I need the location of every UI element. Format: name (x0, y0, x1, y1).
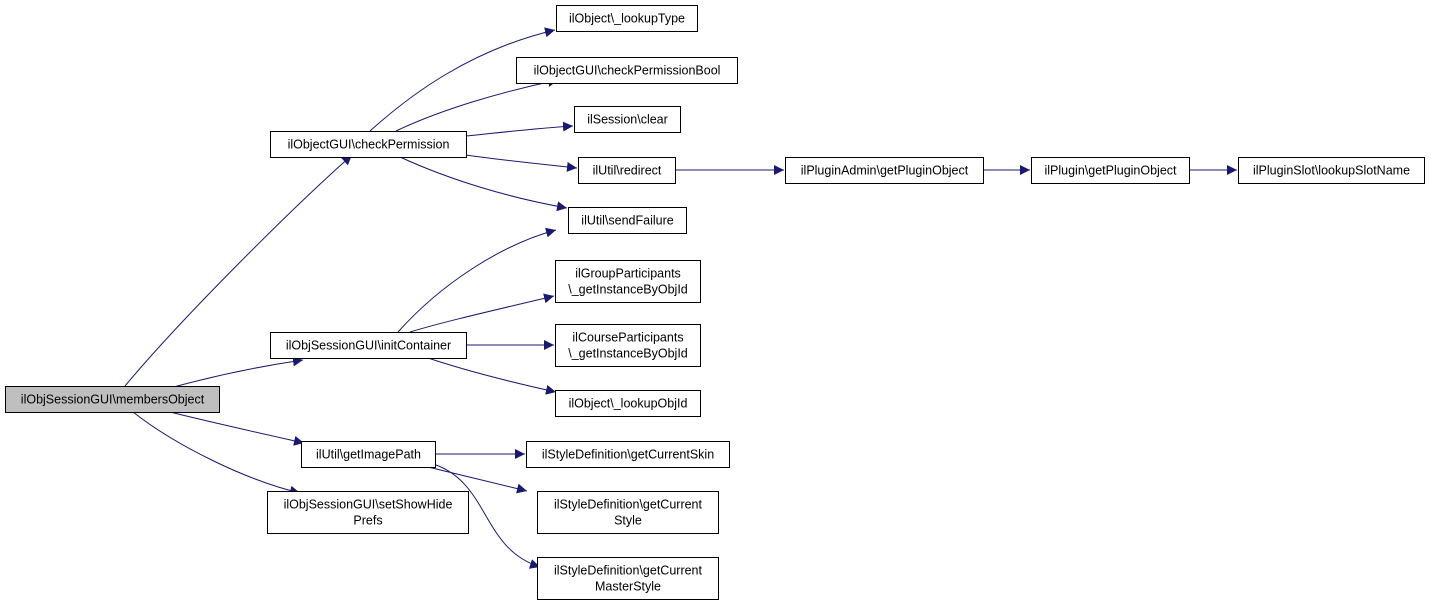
node-courseParticipants[interactable]: ilCourseParticipants \_getInstanceByObjId (555, 324, 701, 367)
node-sendFailure[interactable]: ilUtil\sendFailure (568, 207, 687, 234)
node-box[interactable] (574, 106, 681, 133)
node-label: ilUtil\sendFailure (581, 214, 673, 228)
node-box[interactable] (301, 441, 436, 468)
node-checkPermission[interactable]: ilObjectGUI\checkPermission (270, 131, 467, 158)
node-pluginAdminGetPluginObject[interactable]: ilPluginAdmin\getPluginObject (785, 157, 984, 184)
edge-initContainer-to-groupParticipants (409, 293, 555, 333)
node-lookupType[interactable]: ilObject\_lookupType (556, 5, 698, 32)
node-box[interactable] (516, 57, 738, 84)
node-label: ilObject\_lookupObjId (569, 397, 688, 411)
node-label: ilObjectGUI\checkPermission (288, 138, 450, 152)
edge-checkPermission-to-checkPermissionBool (395, 77, 559, 132)
edge-checkPermission-to-sendFailure (399, 156, 568, 212)
node-box[interactable] (1031, 157, 1190, 184)
node-box[interactable] (555, 390, 701, 417)
nodes-layer: ilObjSessionGUI\membersObject ilObjectGUI… (5, 5, 1425, 600)
node-label: ilUtil\redirect (593, 164, 662, 178)
node-box[interactable] (5, 386, 220, 413)
node-label: MasterStyle (595, 580, 661, 594)
node-box[interactable] (270, 131, 467, 158)
edge-getImagePath-to-getCurrentMasterStyle (429, 462, 541, 569)
edge-membersObject-to-checkPermission (124, 154, 353, 387)
node-redirect[interactable]: ilUtil\redirect (578, 157, 676, 184)
node-box[interactable] (555, 324, 701, 367)
node-label: ilUtil\getImagePath (316, 448, 421, 462)
node-label: ilStyleDefinition\getCurrent (554, 564, 703, 578)
node-label: ilStyleDefinition\getCurrent (554, 498, 703, 512)
node-getImagePath[interactable]: ilUtil\getImagePath (301, 441, 436, 468)
node-label: ilPlugin\getPluginObject (1044, 164, 1177, 178)
node-lookupSlotName[interactable]: ilPluginSlot\lookupSlotName (1238, 157, 1425, 184)
edge-membersObject-to-setShowHidePrefs (132, 411, 301, 496)
node-box[interactable] (555, 260, 701, 303)
node-label: ilPluginAdmin\getPluginObject (801, 164, 969, 178)
node-box[interactable] (267, 491, 469, 534)
node-label: \_getInstanceByObjId (568, 347, 688, 361)
edge-checkPermission-to-sessionClear (465, 121, 574, 137)
node-label: Style (614, 514, 642, 528)
node-initContainer[interactable]: ilObjSessionGUI\initContainer (270, 332, 467, 359)
node-label: ilPluginSlot\lookupSlotName (1253, 164, 1410, 178)
edge-getImagePath-to-getCurrentStyle (427, 466, 528, 494)
edge-initContainer-to-sendFailure (397, 227, 557, 333)
node-label: \_getInstanceByObjId (568, 283, 688, 297)
node-box[interactable] (578, 157, 676, 184)
node-membersObject[interactable]: ilObjSessionGUI\membersObject (5, 386, 220, 413)
node-pluginGetPluginObject[interactable]: ilPlugin\getPluginObject (1031, 157, 1190, 184)
node-getCurrentSkin[interactable]: ilStyleDefinition\getCurrentSkin (526, 441, 730, 468)
node-box[interactable] (785, 157, 984, 184)
node-box[interactable] (1238, 157, 1425, 184)
node-box[interactable] (270, 332, 467, 359)
edge-checkPermission-to-lookupType (369, 27, 556, 132)
edge-membersObject-to-getImagePath (169, 411, 305, 446)
node-label: ilObject\_lookupType (569, 12, 685, 26)
node-lookupObjId[interactable]: ilObject\_lookupObjId (555, 390, 701, 417)
edge-checkPermission-to-redirect (465, 154, 578, 172)
node-label: ilObjectGUI\checkPermissionBool (534, 64, 721, 78)
node-checkPermissionBool[interactable]: ilObjectGUI\checkPermissionBool (516, 57, 738, 84)
node-groupParticipants[interactable]: ilGroupParticipants \_getInstanceByObjId (555, 260, 701, 303)
node-box[interactable] (537, 491, 719, 534)
node-box[interactable] (556, 5, 698, 32)
edges-layer (124, 27, 1237, 569)
node-label: ilObjSessionGUI\setShowHide (284, 498, 453, 512)
node-label: ilObjSessionGUI\initContainer (286, 339, 451, 353)
node-box[interactable] (537, 557, 719, 600)
node-sessionClear[interactable]: ilSession\clear (574, 106, 681, 133)
node-box[interactable] (526, 441, 730, 468)
node-label: ilSession\clear (587, 113, 668, 127)
node-label: ilCourseParticipants (572, 331, 683, 345)
node-label: ilGroupParticipants (575, 267, 681, 281)
node-label: Prefs (353, 514, 382, 528)
node-label: ilStyleDefinition\getCurrentSkin (542, 448, 714, 462)
node-label: ilObjSessionGUI\membersObject (21, 393, 205, 407)
edge-membersObject-to-initContainer (169, 356, 304, 389)
node-box[interactable] (568, 207, 687, 234)
edge-initContainer-to-lookupObjId (427, 357, 557, 395)
